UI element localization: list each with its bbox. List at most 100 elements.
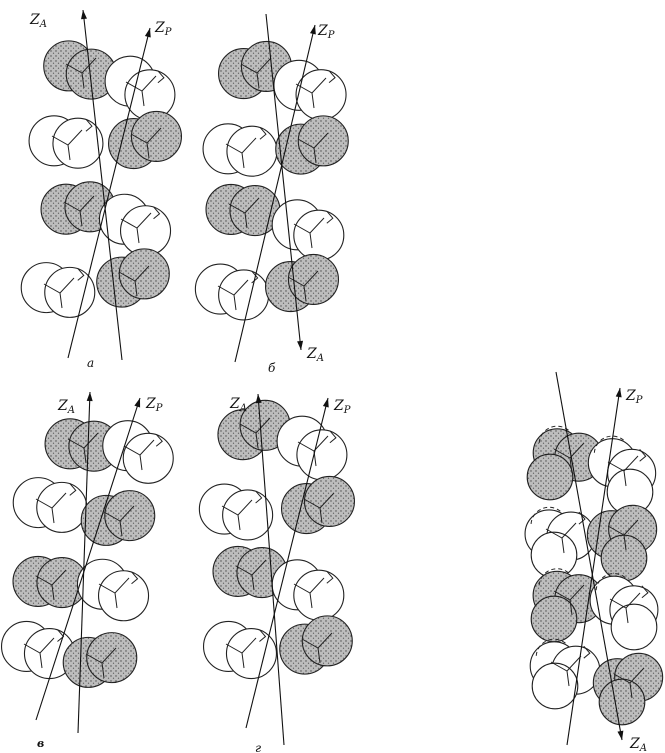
panel-d-zp-axis (566, 387, 621, 746)
panel-v-unit-2 (102, 420, 174, 484)
panel-a-za-axis (82, 9, 123, 361)
panel-g-unit-7-notch (259, 629, 267, 642)
panel-g-unit-8-bond-lines (301, 632, 333, 664)
panel-b-za-axis (265, 13, 302, 351)
panel-d-za-axis-arrowhead (617, 730, 624, 740)
panel-v-unit-8 (62, 632, 138, 688)
panel-a-unit-6-bond-lines (120, 212, 152, 244)
panel-a-unit-8 (96, 248, 170, 308)
panel-g-unit-8 (279, 615, 353, 675)
caption-panel-a: а (87, 356, 94, 370)
panel-g-unit-7-bond-lines (225, 637, 257, 669)
panel-a-unit-7 (20, 262, 96, 318)
panel-b-unit-2-sphere-2 (295, 69, 347, 121)
panel-b-unit-7-bond-lines (217, 279, 249, 311)
panel-b-unit-1-bond-lines (240, 57, 272, 89)
panel-b-unit-7-sphere-2 (218, 269, 270, 321)
panel-d-unit-5 (530, 568, 604, 643)
panel-v-unit-2-notch (155, 433, 163, 447)
panel-d-unit-8-sphere-3 (598, 678, 646, 726)
panel-a-unit-4-sphere-2 (130, 110, 183, 163)
panel-d-unit-4-bond-lines (607, 519, 639, 551)
panel-v-unit-4 (80, 490, 156, 546)
panel-g-unit-3-bond-lines (221, 499, 253, 531)
panel-a-unit-3 (28, 115, 104, 169)
panel-v-unit-6-sphere-2 (97, 570, 150, 622)
panel-a-unit-2 (104, 55, 176, 121)
panel-d-zp-axis-arrowhead (615, 388, 622, 398)
panel-v-za-label: ZA (57, 398, 75, 416)
panel-d-unit-8-bond-lines (613, 667, 645, 699)
panel-d-unit-6-sphere-3 (610, 603, 658, 651)
panel-d-unit-2-dashed-arc (593, 435, 625, 453)
panel-b-unit-4-bond-lines (297, 132, 329, 164)
panel-d-unit-1-sphere-3 (526, 453, 574, 501)
caption-panel-b: б (268, 361, 276, 375)
panel-v-unit-3-notch (69, 483, 77, 496)
panel-b-unit-3-sphere-2 (226, 125, 278, 177)
panel-b-unit-6-bond-lines (293, 217, 325, 249)
panel-v-unit-8-bond-lines (85, 647, 117, 679)
panel-g-unit-3-sphere-2 (222, 489, 274, 541)
panel-d-za-label: ZA (629, 736, 647, 753)
panel-d-unit-6 (589, 573, 659, 651)
panel-v-unit-3-bond-lines (35, 492, 67, 524)
panel-a-unit-4 (107, 110, 183, 170)
panel-b-unit-7 (194, 263, 270, 321)
panel-d-unit-3-sphere-3 (530, 531, 578, 579)
panel-g-unit-2-notch (329, 430, 337, 444)
panel-d-unit-2-bond-lines (607, 455, 639, 487)
panel-d-unit-3-notch (578, 511, 586, 525)
panel-a-unit-2-notch (157, 70, 165, 84)
panel-a-unit-2-bond-lines (125, 75, 157, 107)
panel-v-zp-label: ZP (145, 396, 163, 414)
panel-b-unit-3 (202, 123, 278, 177)
panel-b-za-axis-arrowhead (297, 340, 304, 350)
panel-g-zp-axis-arrowhead (322, 398, 329, 408)
panel-b-unit-3-bond-lines (225, 137, 257, 169)
panel-b-unit-6-notch (326, 210, 334, 224)
panel-a-unit-1 (43, 40, 117, 100)
panel-v-zp-axis (35, 397, 141, 721)
panel-d-unit-8 (592, 652, 664, 726)
panel-a-unit-4-bond-lines (130, 127, 162, 159)
panel-b-unit-6-sphere-2 (293, 209, 345, 261)
panel-v-unit-5-bond-lines (35, 569, 67, 601)
panel-g-unit-2-sphere-2 (296, 429, 348, 481)
panel-g-unit-3-notch (255, 490, 263, 504)
panel-a-unit-6 (98, 193, 172, 257)
panel-g-unit-1-bond-lines (239, 417, 271, 449)
panel-d-unit-7 (529, 638, 601, 710)
panel-b-unit-4-sphere-2 (297, 115, 349, 167)
panel-a-unit-6-sphere-2 (119, 205, 172, 257)
panel-d-unit-4 (586, 504, 658, 582)
panel-v: ZA ZP (0, 391, 174, 734)
panel-d-unit-7-sphere-3 (531, 662, 579, 710)
panel-a-zp-axis-arrowhead (144, 28, 151, 38)
panel-d-unit-3-bond-lines (545, 522, 577, 554)
panel-b-unit-3-notch (259, 126, 267, 140)
panel-a-za-axis-arrowhead (81, 10, 87, 20)
panel-d-unit-7-dashed-arc (535, 638, 567, 656)
panel-d-unit-6-notch (641, 585, 649, 599)
panel-a-unit-3-sphere-2 (52, 117, 104, 169)
panel-g-unit-4-bond-lines (303, 492, 335, 524)
panel-g-unit-2 (276, 415, 348, 481)
panel-v-za-axis-arrowhead (86, 392, 93, 402)
panel-d-unit-2 (587, 435, 657, 516)
panel-g-unit-5-bond-lines (235, 559, 267, 591)
panel-a-unit-1-bond-lines (65, 57, 97, 89)
panel-a-unit-7-bond-lines (43, 277, 75, 309)
panel-d-unit-3-dashed-arc (530, 506, 562, 524)
panel-v-unit-7-bond-lines (23, 637, 55, 669)
panel-v-unit-6 (76, 558, 150, 622)
panel-b-za-label: ZA (306, 346, 324, 364)
panel-d-unit-6-bond-lines (609, 592, 641, 624)
panel-g-za-label: ZA (229, 396, 247, 414)
panel-g-unit-7-sphere-2 (225, 627, 278, 680)
panel-g-za-axis (257, 393, 285, 746)
panel-v-unit-1-bond-lines (67, 432, 99, 464)
panel-a-za-label: ZA (29, 12, 47, 30)
panel-v-unit-4-sphere-2 (104, 490, 156, 542)
